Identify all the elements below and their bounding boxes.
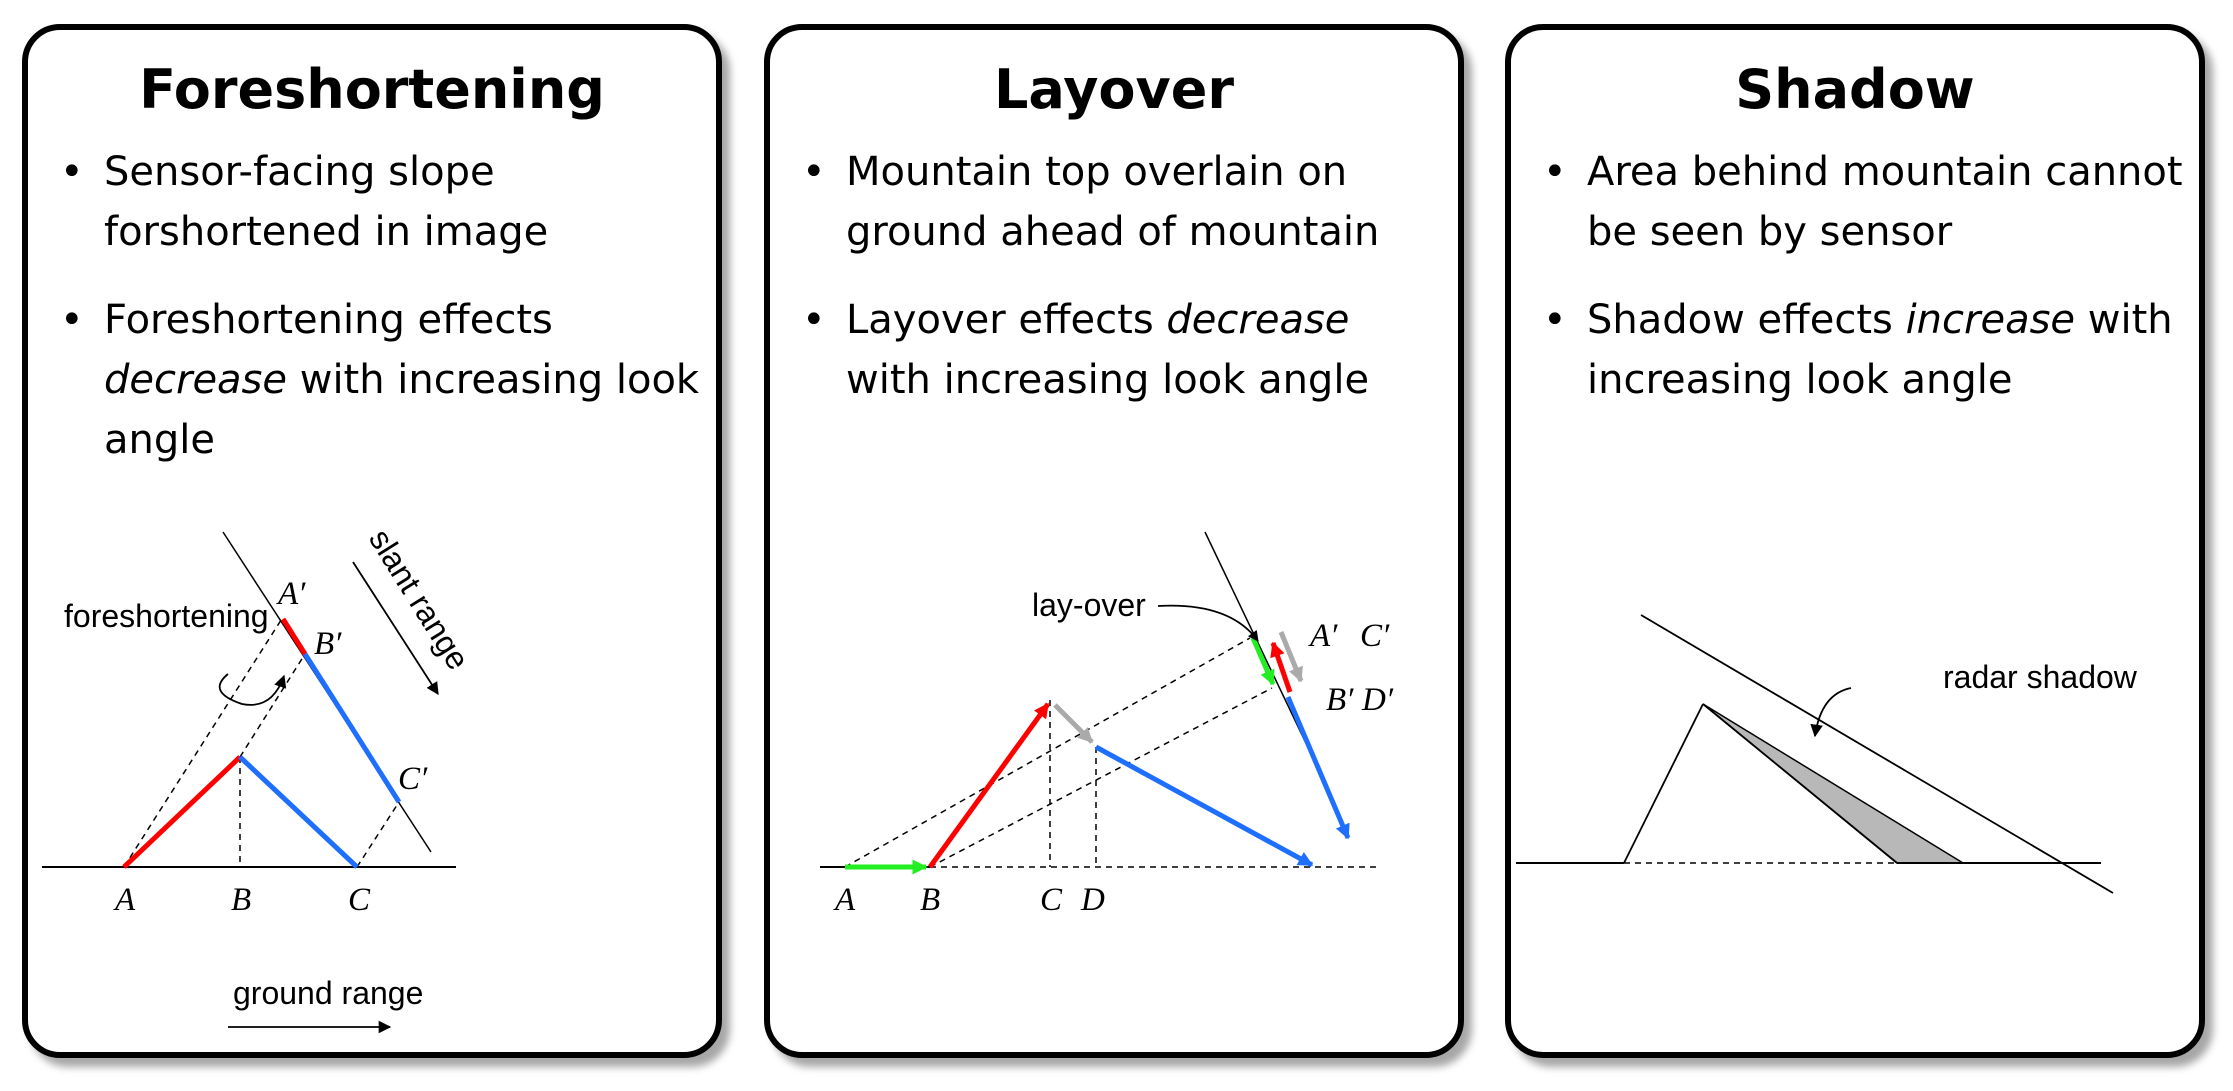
foreshortening-diagram: A′ B′ C′ A B C foreshortening slant rang… <box>42 523 476 1034</box>
bullet-item: Area behind mountain cannot be seen by s… <box>1537 142 2185 262</box>
bullet-text-post: with increasing look angle <box>846 357 1370 403</box>
panel-title: Shadow <box>1735 58 1975 121</box>
layover-pointer-arrow <box>1157 604 1259 642</box>
label-b: B <box>920 882 940 918</box>
radar-ray-line <box>1640 614 2114 894</box>
shadow-diagram: radar shadow <box>1516 614 2138 894</box>
bullet-emphasis: increase <box>1905 297 2076 343</box>
foreshortened-slope-image <box>280 617 308 656</box>
front-slope-arrow <box>927 702 1051 869</box>
bullet-text: Area behind mountain cannot be seen by s… <box>1587 149 2183 255</box>
bullet-emphasis: decrease <box>104 357 288 403</box>
label-d: D <box>1080 882 1105 918</box>
peak-segment-arrow <box>1053 703 1094 744</box>
panel-foreshortening: Foreshortening Sensor-facing slope forsh… <box>22 24 722 1058</box>
ground-range-annotation: ground range <box>233 975 423 1011</box>
label-c: C <box>1040 882 1063 918</box>
label-a: A <box>833 882 856 918</box>
panel-shadow: Shadow Area behind mountain cannot be se… <box>1505 24 2205 1058</box>
bullet-text-pre: Shadow effects <box>1587 297 1906 343</box>
bullet-item: Shadow effects increase with increasing … <box>1537 290 2185 410</box>
slant-range-annotation: slant range <box>362 523 476 676</box>
bullet-list: Mountain top overlain on ground ahead of… <box>796 142 1444 438</box>
projection-line <box>239 653 306 758</box>
shadow-pointer-arrow <box>1810 687 1852 738</box>
label-a-prime: A′ <box>276 576 306 612</box>
panel-layover: Layover Mountain top overlain on ground … <box>764 24 1464 1058</box>
bullet-list: Area behind mountain cannot be seen by s… <box>1537 142 2185 438</box>
projection-line <box>844 637 1251 868</box>
label-a-prime: A′ <box>1308 618 1338 654</box>
slant-range-arrow <box>352 561 439 696</box>
label-b-prime: B′ <box>314 626 342 662</box>
label-c-prime: C′ <box>1360 618 1390 654</box>
image-back-slope-arrow <box>1285 696 1351 840</box>
bullet-text-post: with increasing look angle <box>104 357 700 463</box>
mountain-front-slope <box>1623 703 1704 864</box>
radar-shadow-annotation: radar shadow <box>1943 659 2138 695</box>
bullet-item: Mountain top overlain on ground ahead of… <box>796 142 1444 262</box>
projection-line <box>123 616 284 868</box>
back-slope-arrow <box>1094 744 1314 868</box>
layover-annotation: lay-over <box>1032 587 1146 623</box>
bullet-item: Foreshortening effects decrease with inc… <box>54 290 702 470</box>
back-slope-image <box>302 652 402 804</box>
projection-line <box>356 801 400 868</box>
label-b-prime: B′ <box>1326 682 1354 718</box>
label-b: B <box>231 882 251 918</box>
bullet-text: Sensor-facing slope forshortened in imag… <box>104 149 549 255</box>
projection-line <box>929 687 1273 868</box>
bullet-emphasis: decrease <box>1166 297 1350 343</box>
bullet-item: Layover effects decrease with increasing… <box>796 290 1444 410</box>
bullet-text-post: with increasing look angle <box>1587 297 2173 403</box>
bullet-list: Sensor-facing slope forshortened in imag… <box>54 142 702 498</box>
mountain-back-slope <box>1702 703 1898 864</box>
front-slope <box>122 755 242 869</box>
image-front-slope-arrow <box>1270 641 1293 693</box>
back-slope <box>238 755 359 869</box>
bullet-item: Sensor-facing slope forshortened in imag… <box>54 142 702 262</box>
label-c-prime: C′ <box>398 761 428 797</box>
curved-arrow <box>218 673 287 706</box>
label-a: A <box>113 882 136 918</box>
bullet-text-pre: Foreshortening effects <box>104 297 553 343</box>
layover-diagram: lay-over A′ C′ B′ D′ A B C D <box>820 531 1394 918</box>
bullet-text-pre: Layover effects <box>846 297 1167 343</box>
panel-title: Layover <box>994 58 1234 121</box>
label-d-prime: D′ <box>1361 682 1394 718</box>
image-peak-arrow <box>1278 631 1304 683</box>
image-ground-arrow <box>1250 637 1276 686</box>
label-c: C <box>348 882 371 918</box>
bullet-text: Mountain top overlain on ground ahead of… <box>846 149 1380 255</box>
foreshortening-annotation: foreshortening <box>64 598 269 634</box>
panel-title: Foreshortening <box>139 58 605 121</box>
